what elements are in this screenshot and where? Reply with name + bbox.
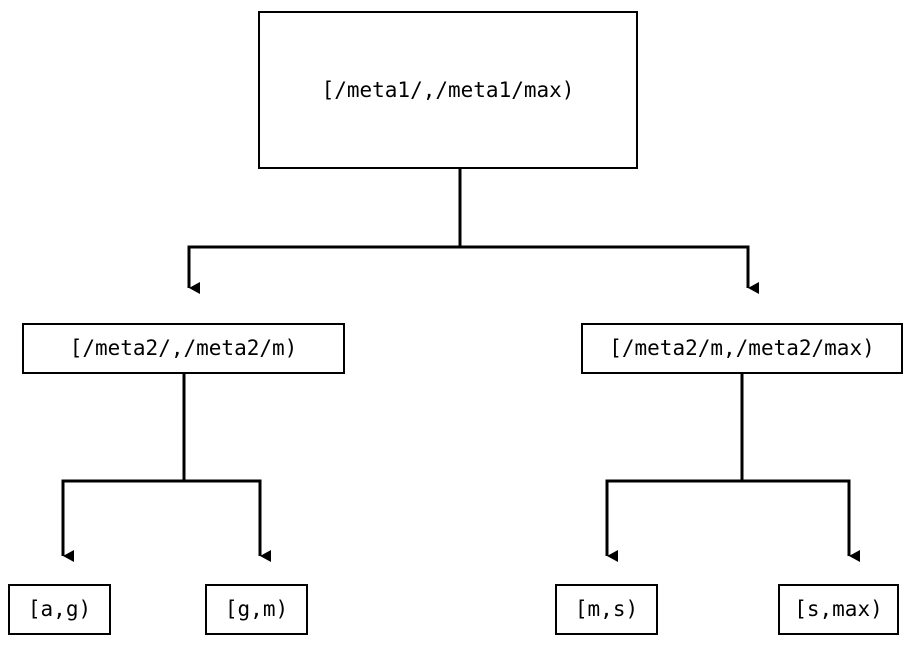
tree-node-leaf-gm: [g,m) bbox=[205, 584, 308, 635]
tree-node-root-label: [/meta1/,/meta1/max) bbox=[321, 77, 575, 102]
tree-node-leaf-gm-label: [g,m) bbox=[224, 597, 289, 621]
edge-meta2-low-to-leaf-ag bbox=[61, 374, 186, 562]
edge-root-to-meta2-low bbox=[187, 169, 462, 294]
edge-meta2-high-to-leaf-smax bbox=[740, 374, 860, 562]
tree-node-meta2-low-label: [/meta2/,/meta2/m) bbox=[69, 336, 298, 360]
tree-node-leaf-ag-label: [a,g) bbox=[27, 597, 92, 621]
tree-node-meta2-high-label: [/meta2/m,/meta2/max) bbox=[609, 336, 875, 360]
tree-node-root: [/meta1/,/meta1/max) bbox=[258, 11, 638, 169]
tree-node-leaf-smax-label: [s,max) bbox=[794, 597, 883, 621]
tree-node-meta2-high: [/meta2/m,/meta2/max) bbox=[581, 323, 903, 374]
tree-node-leaf-ag: [a,g) bbox=[8, 584, 111, 635]
edge-meta2-low-to-leaf-gm bbox=[182, 374, 271, 562]
tree-node-leaf-smax: [s,max) bbox=[778, 584, 899, 635]
tree-node-meta2-low: [/meta2/,/meta2/m) bbox=[22, 323, 345, 374]
edge-meta2-high-to-leaf-ms bbox=[605, 374, 744, 562]
tree-node-leaf-ms: [m,s) bbox=[555, 584, 658, 635]
edge-root-to-meta2-high bbox=[458, 169, 759, 294]
tree-node-leaf-ms-label: [m,s) bbox=[574, 597, 639, 621]
